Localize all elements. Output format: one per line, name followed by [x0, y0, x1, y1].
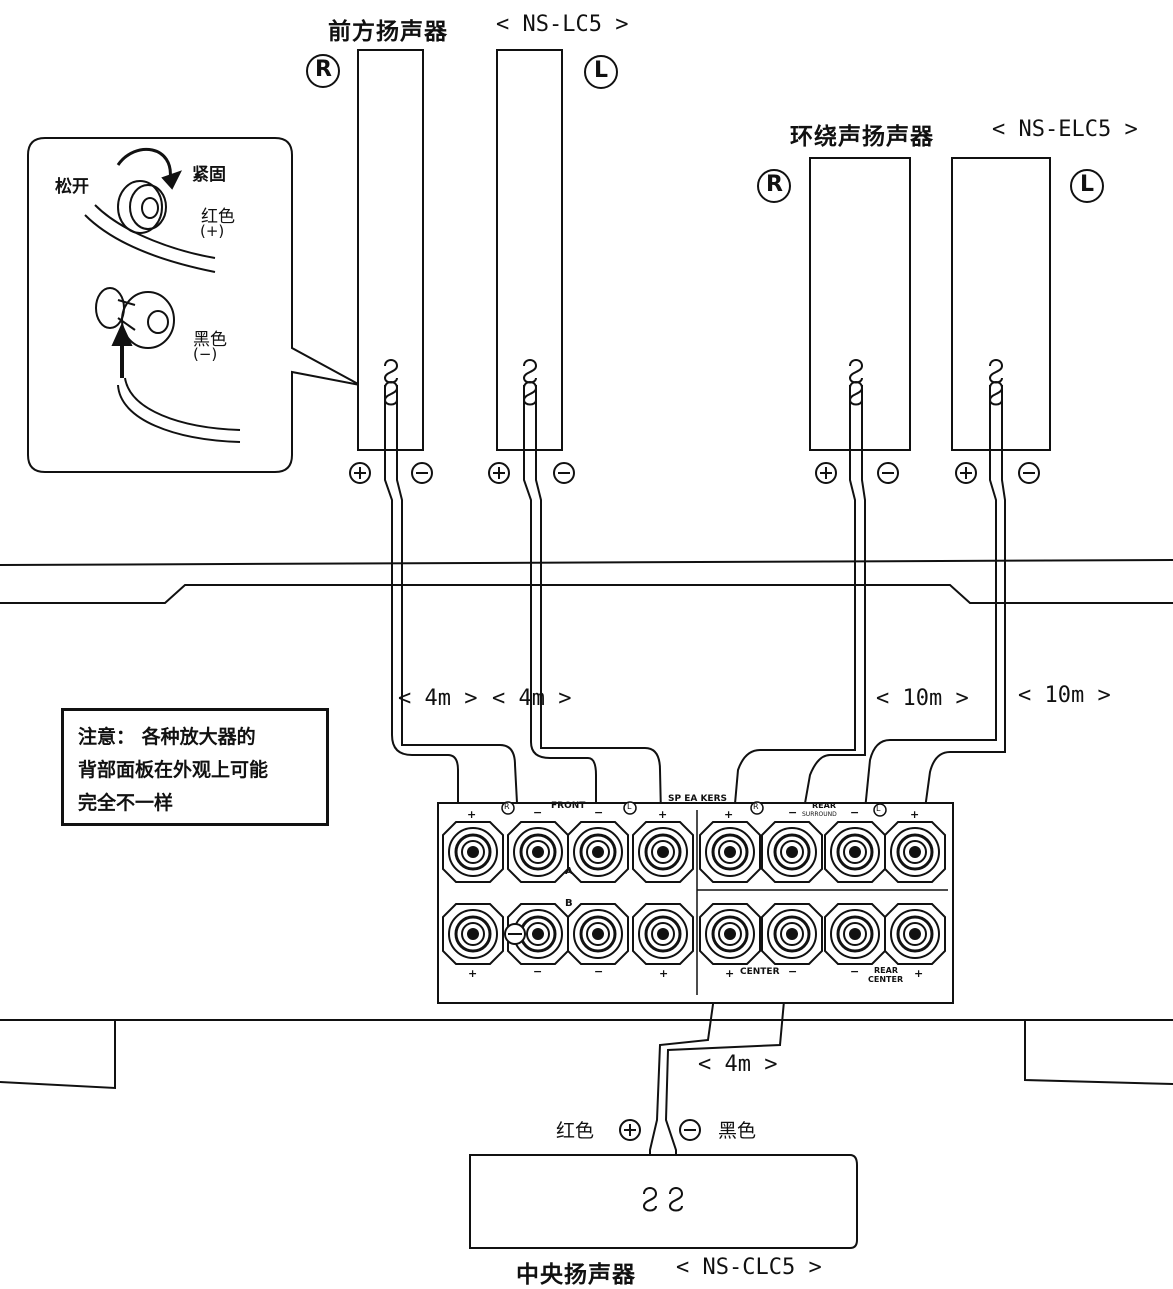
panel-sign: − [788, 806, 798, 819]
front-left-distance: < 4m > [492, 686, 572, 711]
amplifier-body [0, 559, 1173, 1090]
inset-red-label: 红色 [201, 207, 235, 227]
panel-sign: − [788, 965, 798, 978]
center-distance: < 4m > [698, 1052, 778, 1077]
minus-icon [553, 462, 575, 484]
plus-icon [955, 462, 977, 484]
panel-sign: − [594, 965, 604, 978]
front-left-marker: L [594, 58, 609, 83]
inset-red-sign: (+) [200, 222, 225, 240]
surround-right-speaker [809, 157, 911, 451]
back-panel [437, 801, 954, 1004]
minus-icon [877, 462, 899, 484]
tighten-label: 紧固 [192, 165, 226, 185]
minus-icon [411, 462, 433, 484]
channel-markers [306, 54, 1104, 203]
panel-row-a: A [565, 866, 573, 877]
surround-right-distance: < 10m > [876, 686, 969, 711]
panel-rear-center-label-2: CENTER [868, 975, 904, 984]
inset-black-sign: (−) [193, 345, 218, 363]
panel-r-marker: R [504, 802, 510, 811]
panel-sign: + [467, 808, 477, 821]
terminal-detail-inset [27, 137, 361, 473]
surround-right-marker: R [766, 172, 783, 197]
panel-surround-r-marker: R [753, 802, 759, 811]
panel-sign: + [914, 967, 924, 980]
panel-l-marker: L [627, 802, 632, 811]
right-channel-icon [306, 54, 340, 88]
left-channel-icon [584, 55, 618, 89]
panel-sign: − [533, 965, 543, 978]
note-line-1: 注意： 各种放大器的 [78, 726, 256, 748]
panel-rear-label: REAR [812, 801, 836, 810]
panel-surround-label: SURROUND [802, 811, 837, 818]
plus-icon [488, 462, 510, 484]
front-right-speaker [357, 49, 424, 451]
surround-speakers-title: 环绕声扬声器 [790, 124, 934, 150]
panel-sign: + [468, 967, 478, 980]
center-speaker [469, 1154, 858, 1249]
panel-sign: − [594, 806, 604, 819]
center-black-label: 黑色 [718, 1120, 757, 1142]
front-left-speaker [496, 49, 563, 451]
panel-sign: − [850, 806, 860, 819]
panel-front-label: FRONT [551, 801, 586, 811]
center-speaker-title: 中央扬声器 [516, 1262, 636, 1288]
right-channel-icon [757, 169, 791, 203]
note-line-3: 完全不一样 [78, 792, 174, 814]
center-speaker-model: < NS-CLC5 > [676, 1255, 822, 1280]
center-red-label: 红色 [556, 1120, 595, 1142]
panel-sign: + [659, 967, 669, 980]
inset-black-label: 黑色 [193, 330, 227, 350]
front-speakers-title: 前方扬声器 [328, 19, 448, 45]
note-line-2: 背部面板在外观上可能 [78, 759, 269, 781]
panel-row-b: B [565, 898, 573, 909]
panel-sign: + [724, 808, 734, 821]
note-box: 注意： 各种放大器的 背部面板在外观上可能 完全不一样 [61, 708, 329, 826]
left-channel-icon [1070, 169, 1104, 203]
panel-surround-l-marker: L [876, 804, 881, 813]
surround-left-marker: L [1080, 172, 1095, 197]
plus-icon [815, 462, 837, 484]
surround-speakers-model: < NS-ELC5 > [992, 117, 1138, 142]
front-speakers-model: < NS-LC5 > [496, 12, 629, 37]
minus-icon [679, 1119, 701, 1141]
panel-sign: + [725, 967, 735, 980]
front-right-marker: R [315, 57, 332, 82]
speaker-cables [384, 385, 1006, 1200]
surround-left-distance: < 10m > [1018, 683, 1111, 708]
panel-sign: − [850, 965, 860, 978]
panel-sign: − [533, 806, 543, 819]
panel-center-label: CENTER [740, 967, 780, 977]
loosen-label: 松开 [55, 177, 89, 197]
panel-rear-center-label-1: REAR [874, 966, 898, 975]
plus-icon [349, 462, 371, 484]
front-right-distance: < 4m > [398, 686, 478, 711]
panel-sign: + [658, 808, 668, 821]
panel-speakers-label: SP EA KERS [668, 794, 727, 804]
panel-sign: + [910, 808, 920, 821]
minus-icon [1018, 462, 1040, 484]
plus-icon [619, 1119, 641, 1141]
